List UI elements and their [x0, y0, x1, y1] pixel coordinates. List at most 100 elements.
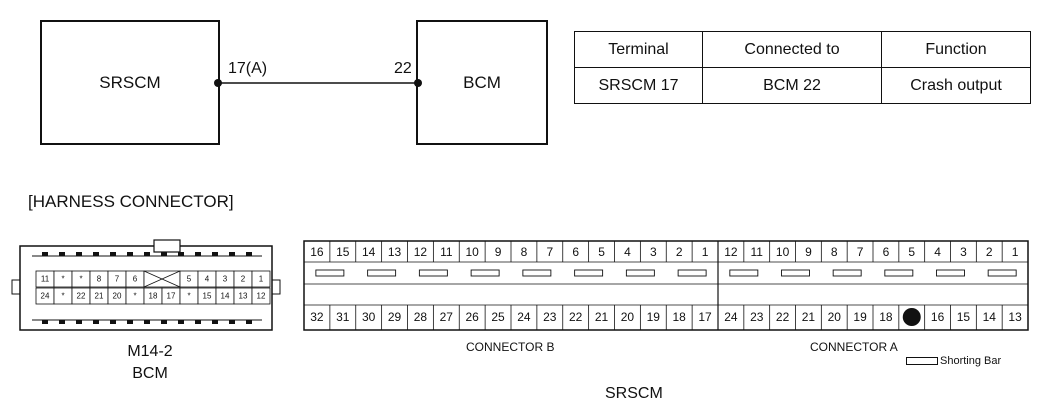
bcm-side-tab: [11, 279, 21, 295]
bcm-rail-tooth: [178, 252, 184, 256]
bcm-pin-label: 22: [77, 292, 86, 301]
shorting-bar: [418, 269, 448, 277]
connector-b-pin-label: 8: [521, 245, 528, 259]
bcm-module-label: BCM: [463, 72, 501, 92]
bcm-pin-label: 18: [149, 292, 158, 301]
connector-b-pin-label: 9: [495, 245, 502, 259]
connector-b-pin-label: 19: [647, 310, 661, 324]
connector-b-pin-label: 5: [598, 245, 605, 259]
connector-b-pin-label: 1: [702, 245, 709, 259]
connector-a-pin-label: 7: [857, 245, 864, 259]
bcm-rail-tooth: [93, 320, 99, 324]
connector-b-label: CONNECTOR B: [466, 340, 555, 354]
bcm-pin-label: *: [79, 275, 82, 284]
connector-a-pin-label: 11: [751, 245, 764, 259]
connector-b-pin-label: 23: [543, 310, 557, 324]
table-cell: BCM 22: [702, 67, 882, 104]
bcm-pin-cell: [251, 270, 271, 288]
connector-a-pin-label: 13: [1008, 310, 1022, 324]
connector-b-pin-label: 16: [310, 245, 324, 259]
bcm-rail-tooth: [127, 252, 133, 256]
bcm-rail-tooth: [76, 252, 82, 256]
connector-a-pin-label: 18: [879, 310, 893, 324]
connector-a-pin-label: 20: [828, 310, 842, 324]
bcm-rail-tooth: [110, 320, 116, 324]
bcm-pin-label: *: [187, 292, 190, 301]
bcm-pin-label: 8: [97, 275, 102, 284]
bcm-pin-label: 12: [257, 292, 266, 301]
bcm-rail-tooth: [246, 252, 252, 256]
shorting-bar: [470, 269, 500, 277]
shorting-bar: [574, 269, 604, 277]
connector-b-pin-label: 6: [572, 245, 579, 259]
connector-a-pin-label: 19: [853, 310, 867, 324]
connector-a-pin-label: 2: [986, 245, 993, 259]
bcm-pin-label: 14: [221, 292, 230, 301]
connector-a-pin-label: 12: [724, 245, 738, 259]
connector-a-pin-label: 15: [957, 310, 971, 324]
bcm-connector-code: M14-2: [127, 343, 173, 360]
connector-b-pin-label: 7: [546, 245, 553, 259]
bcm-pin-label: 1: [259, 275, 264, 284]
connector-b-pin-label: 4: [624, 245, 631, 259]
connector-a-pin-label: 10: [776, 245, 790, 259]
bcm-pin-label: 6: [133, 275, 138, 284]
connector-a-pin-label: 23: [750, 310, 764, 324]
connector-a-pin-label: 4: [934, 245, 941, 259]
connector-a-pin-label: 14: [983, 310, 997, 324]
shorting-bar-icon: [906, 357, 938, 365]
bcm-pin-label: 2: [241, 275, 246, 284]
srscm-connector-name: SRSCM: [605, 385, 663, 402]
shorting-bar: [625, 269, 655, 277]
table-row: SRSCM 17 BCM 22 Crash output: [574, 67, 1031, 104]
bcm-rail-tooth: [59, 320, 65, 324]
shorting-bar-legend: Shorting Bar: [906, 355, 1001, 367]
bcm-rail-tooth: [127, 320, 133, 324]
bcm-pin-label: 21: [95, 292, 104, 301]
table-header-row: Terminal Connected to Function: [574, 31, 1031, 68]
bcm-pin-label: 15: [203, 292, 212, 301]
table-cell: SRSCM 17: [574, 67, 703, 104]
table-header: Connected to: [702, 31, 882, 68]
connector-b-pin-label: 18: [673, 310, 687, 324]
bcm-pin-label: 5: [187, 275, 192, 284]
connector-b-pin-label: 10: [466, 245, 480, 259]
bcm-rail-tooth: [76, 320, 82, 324]
bcm-rail-tooth: [42, 252, 48, 256]
connector-b-pin-label: 13: [388, 245, 402, 259]
bcm-pin-label: 17: [167, 292, 176, 301]
bcm-rail-tooth: [229, 320, 235, 324]
bcm-pin-label: *: [61, 275, 64, 284]
shorting-bar: [987, 269, 1017, 277]
connector-a-pin-label: 21: [802, 310, 816, 324]
connector-a-pin-label: 1: [1012, 245, 1019, 259]
bcm-rail-tooth: [212, 320, 218, 324]
shorting-bar: [315, 269, 345, 277]
bcm-rail-tooth: [110, 252, 116, 256]
bcm-pin-label: 24: [41, 292, 50, 301]
srscm-pin-label: 17(A): [228, 60, 268, 77]
shorting-bar: [522, 269, 552, 277]
connector-b-pin-label: 2: [676, 245, 683, 259]
shorting-bar: [367, 269, 397, 277]
highlighted-pin-dot: [902, 308, 921, 326]
connector-b-pin-label: 32: [310, 310, 324, 324]
connector-b-pin-label: 17: [698, 310, 712, 324]
connector-b-pin-label: 25: [491, 310, 505, 324]
shorting-bar: [884, 269, 914, 277]
bcm-rail-tooth: [161, 320, 167, 324]
bcm-rail-tooth: [161, 252, 167, 256]
shorting-bar: [677, 269, 707, 277]
connector-b-pin-label: 15: [336, 245, 350, 259]
srscm-module-label: SRSCM: [99, 72, 161, 92]
connector-b-pin-label: 14: [362, 245, 376, 259]
connector-a-label: CONNECTOR A: [810, 340, 898, 354]
connector-a-pin-label: 6: [883, 245, 890, 259]
connector-b-pin-label: 31: [336, 310, 350, 324]
connector-b-pin-label: 22: [569, 310, 583, 324]
bcm-pin-cell: [251, 287, 271, 305]
bcm-rail-tooth: [195, 252, 201, 256]
bcm-rail-tooth: [144, 320, 150, 324]
